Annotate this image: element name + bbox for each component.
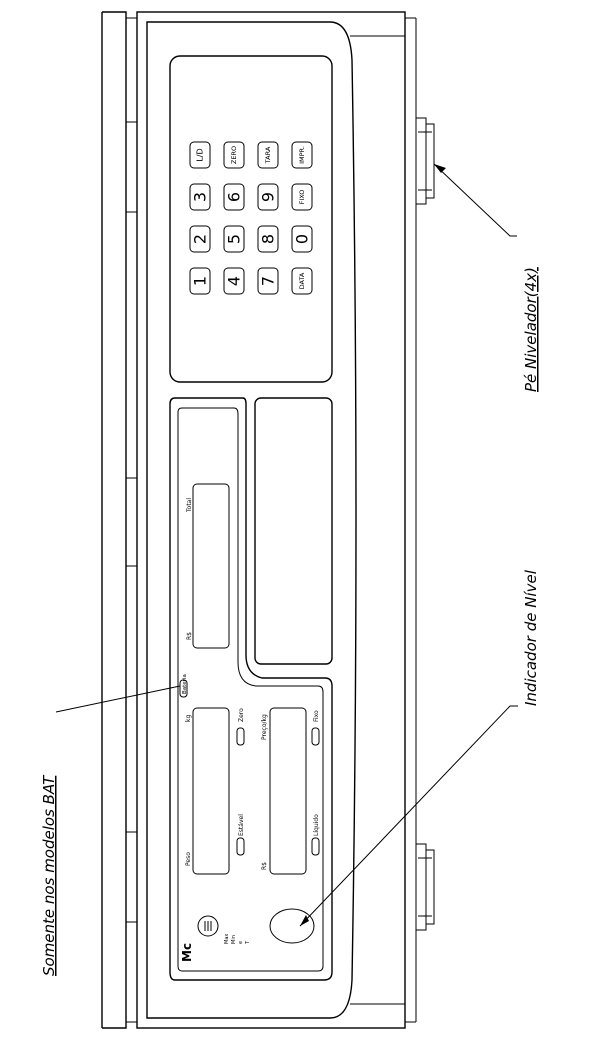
inmetro-seal (197, 915, 219, 937)
zero-label: Zero (238, 708, 245, 722)
display-panel (169, 397, 333, 981)
keypad-key[interactable]: 7 (257, 267, 279, 295)
callouts: Somente nos modelos BAT Indicador de Nív… (40, 267, 540, 976)
fixo-led (311, 727, 320, 746)
keypad-key-label: 1 (191, 276, 210, 286)
keypad-key[interactable]: 8 (257, 225, 279, 253)
keypad-key-outline[interactable] (189, 225, 211, 253)
keypad-key[interactable]: 9 (257, 183, 279, 211)
e-label: e (238, 941, 244, 944)
leveling-foot-top (415, 117, 435, 205)
leveling-foot-bottom (415, 843, 435, 931)
keypad-key-label: 2 (191, 234, 210, 244)
keypad-key-label: 5 (225, 234, 244, 244)
keypad-key-label: IMPR. (298, 146, 306, 164)
keypad-key[interactable]: IMPR. (291, 141, 313, 169)
keypad-key-outline[interactable] (257, 141, 279, 169)
liquido-label: Líquido (313, 814, 320, 836)
keypad-key-label: TARA (264, 146, 272, 164)
bateria-label: Bateria (182, 674, 188, 694)
peso-label: Peso (185, 852, 192, 866)
min-label: Min (231, 935, 237, 944)
keypad-key-outline[interactable] (189, 267, 211, 295)
keypad-key-label: L/D (196, 148, 205, 161)
keypad-key-outline[interactable] (257, 225, 279, 253)
keypad-key-outline[interactable] (189, 141, 211, 169)
keypad-key[interactable]: FIXO (291, 183, 313, 211)
keypad-key-label: 6 (225, 192, 244, 202)
keypad-key-label: 3 (191, 192, 210, 202)
keypad-key-label: FIXO (298, 190, 306, 205)
level-bubble (269, 908, 315, 944)
keypad-key-outline[interactable] (291, 225, 313, 253)
bateria-leader-line (55, 685, 181, 713)
estavel-label: Estável (238, 814, 245, 836)
base-tray (101, 11, 137, 1029)
brand-logo-text: Mc (180, 943, 194, 962)
keypad-key[interactable]: DATA (291, 267, 313, 295)
keypad-key[interactable]: 3 (189, 183, 211, 211)
keypad-key[interactable]: 2 (189, 225, 211, 253)
keypad-key-label: 9 (259, 192, 278, 202)
keypad-key-outline[interactable] (257, 183, 279, 211)
leader-lines (55, 163, 518, 927)
currency-liquido-label: R$ (261, 862, 268, 870)
preco-label: Preço/kg (261, 714, 268, 740)
keypad-key[interactable]: ZERO (223, 141, 245, 169)
keypad-key-label: DATA (298, 272, 306, 289)
keypad-key[interactable]: 1 (189, 267, 211, 295)
keypad-key-label: 4 (225, 276, 244, 286)
keypad-key-outline[interactable] (257, 267, 279, 295)
t-label: T (245, 940, 251, 945)
keypad-key-outline[interactable] (291, 183, 313, 211)
leveling-foot-callout: Pé Nivelador(4x) (522, 267, 540, 392)
keypad-key[interactable]: 0 (291, 225, 313, 253)
keypad-key[interactable]: TARA (257, 141, 279, 169)
liquido-led (311, 837, 320, 856)
zero-led (236, 727, 245, 746)
keypad-key[interactable]: 6 (223, 183, 245, 211)
scale-body (136, 11, 417, 1029)
keypad-key-label: 0 (293, 234, 312, 244)
keypad-key-label: ZERO (230, 146, 238, 164)
keypad-key-outline[interactable] (291, 141, 313, 169)
keypad-key[interactable]: L/D (189, 141, 211, 169)
keypad-key-label: 8 (259, 234, 278, 244)
keypad-key-outline[interactable] (189, 183, 211, 211)
level-indicator-callout: Indicador de Nível (522, 569, 540, 706)
keypad-key-outline[interactable] (223, 141, 245, 169)
keypad-key-outline[interactable] (291, 267, 313, 295)
fixo-label: Fixo (313, 710, 320, 722)
kg-label: kg (185, 715, 192, 722)
keypad-key[interactable]: 4 (223, 267, 245, 295)
keypad-panel: L/D ZERO TARA IMPR. 3 6 9 FIXO 2 5 8 0 1 4 7 DATA (169, 55, 333, 383)
keypad-key-outline[interactable] (223, 183, 245, 211)
max-label: Max (224, 934, 230, 944)
keypad-key-label: 7 (259, 276, 278, 286)
level-indicator-leader-line (299, 705, 518, 927)
keypad-key-outline[interactable] (223, 267, 245, 295)
bateria-led (179, 679, 188, 698)
total-label: Total (186, 498, 193, 513)
estavel-led (236, 837, 245, 856)
leveling-foot-leader-line (433, 163, 517, 237)
bat-note-callout: Somente nos modelos BAT (40, 774, 58, 976)
currency-total-label: R$ (186, 632, 193, 640)
display-labels: Total R$ Bateria kg Zero Preço/kg Fixo P… (180, 498, 320, 962)
keypad-key-outline[interactable] (223, 225, 245, 253)
keypad-key[interactable]: 5 (223, 225, 245, 253)
